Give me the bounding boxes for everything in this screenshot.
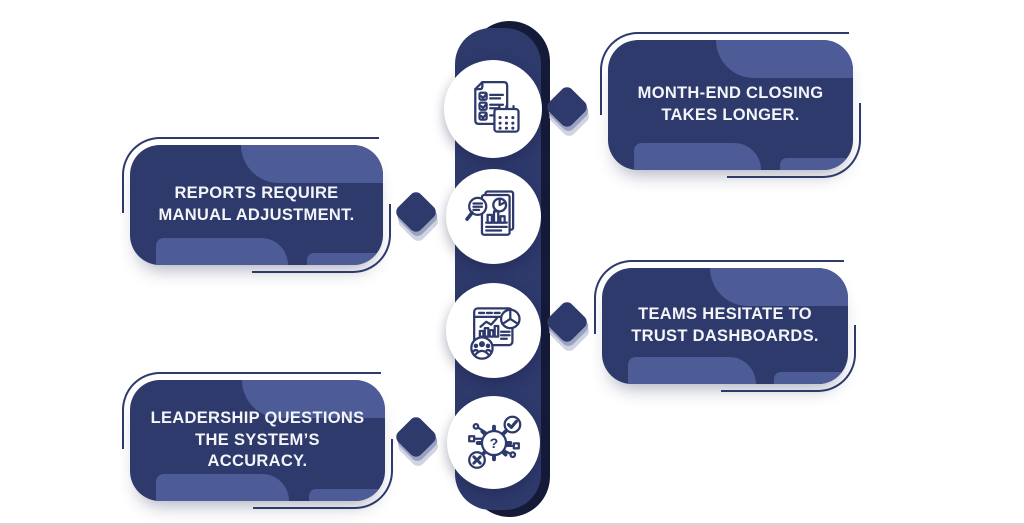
dashboard-analytics-icon xyxy=(469,306,521,360)
problem-box-teams-hesitate: TEAMS HESITATE TO TRUST DASHBOARDS. xyxy=(594,260,856,392)
image-bottom-border xyxy=(0,523,1024,525)
box-highlight-top xyxy=(715,40,853,78)
step-1-icon-circle xyxy=(444,60,542,158)
problem-box-label: REPORTS REQUIRE MANUAL ADJUSTMENT. xyxy=(158,184,355,224)
step-2-icon-circle xyxy=(446,169,541,264)
problem-box-body: TEAMS HESITATE TO TRUST DASHBOARDS. xyxy=(602,268,848,384)
box-highlight-bottom xyxy=(156,474,289,501)
box-highlight-corner xyxy=(779,158,853,170)
connector-diamond-3 xyxy=(544,299,590,345)
problem-box-body: REPORTS REQUIRE MANUAL ADJUSTMENT. xyxy=(130,145,383,265)
gear-question-icon: ? xyxy=(467,415,521,469)
problem-box-label: TEAMS HESITATE TO TRUST DASHBOARDS. xyxy=(631,305,819,345)
box-highlight-corner xyxy=(774,372,848,384)
box-highlight-top xyxy=(710,268,848,306)
problem-box-reports-manual: REPORTS REQUIRE MANUAL ADJUSTMENT. xyxy=(122,137,391,273)
connector-diamond-4 xyxy=(393,414,439,460)
box-highlight-bottom xyxy=(156,238,288,265)
connector-diamond-1 xyxy=(544,84,590,130)
box-highlight-top xyxy=(241,145,383,183)
box-highlight-corner xyxy=(308,489,385,501)
connector-diamond-2 xyxy=(393,189,439,235)
problem-box-body: LEADERSHIP QUESTIONS THE SYSTEM’S ACCURA… xyxy=(130,380,385,501)
step-3-icon-circle xyxy=(446,283,541,378)
problem-box-leadership-questions: LEADERSHIP QUESTIONS THE SYSTEM’S ACCURA… xyxy=(122,372,393,509)
box-highlight-corner xyxy=(307,253,383,265)
report-magnifier-icon xyxy=(464,189,514,236)
checklist-calendar-icon xyxy=(474,80,520,133)
problem-box-label: MONTH-END CLOSING TAKES LONGER. xyxy=(637,84,824,124)
step-4-icon-circle: ? xyxy=(447,396,540,489)
gear-question-glyph: ? xyxy=(489,435,498,451)
problem-box-body: MONTH-END CLOSING TAKES LONGER. xyxy=(608,40,853,170)
problem-box-label: LEADERSHIP QUESTIONS THE SYSTEM’S ACCURA… xyxy=(150,408,365,471)
box-highlight-top xyxy=(242,380,385,418)
box-highlight-bottom xyxy=(628,357,756,384)
problem-box-month-end-closing: MONTH-END CLOSING TAKES LONGER. xyxy=(600,32,861,178)
box-highlight-bottom xyxy=(634,143,762,170)
